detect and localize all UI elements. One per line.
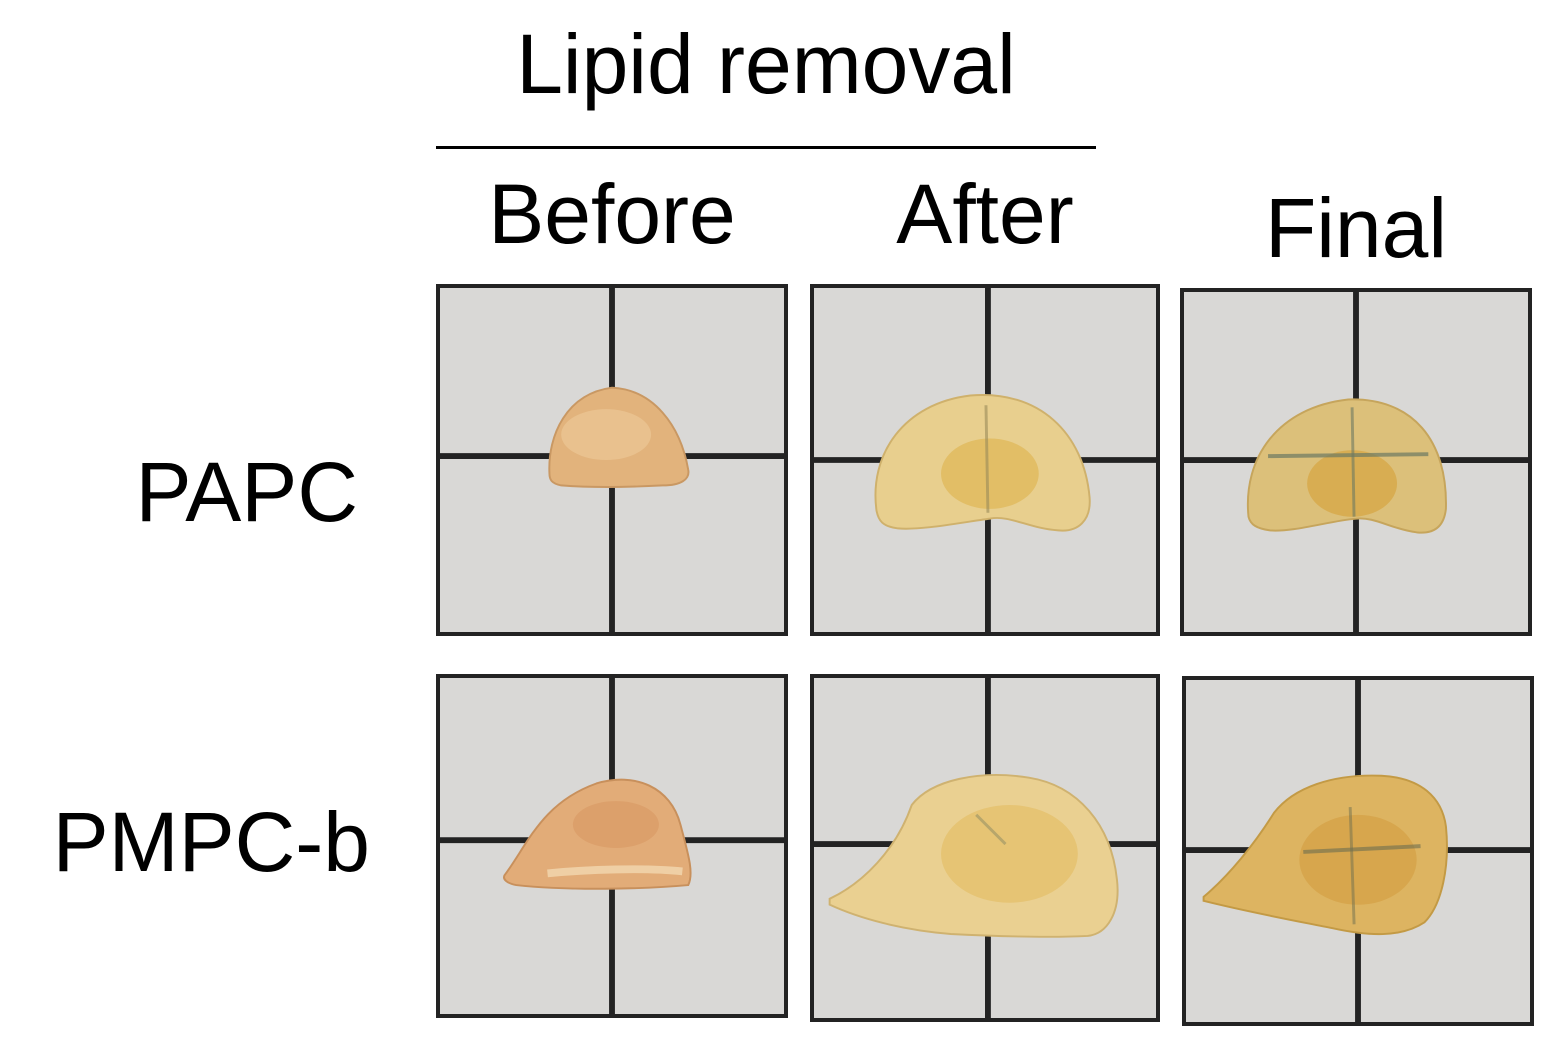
header-rule (436, 146, 1096, 149)
photo-papc-after (810, 284, 1160, 636)
photo-pmpc-b-before (436, 674, 788, 1018)
row-label-papc: PAPC (135, 445, 358, 539)
photo-papc-before (436, 284, 788, 636)
column-label-final: Final (1264, 181, 1448, 275)
photo-pmpc-b-after (810, 674, 1160, 1022)
lipid-removal-header: Lipid removal (516, 17, 1016, 111)
photo-papc-final (1180, 288, 1532, 636)
column-label-before: Before (488, 167, 736, 261)
row-label-pmpc-b: PMPC-b (52, 795, 370, 889)
photo-pmpc-b-final (1182, 676, 1534, 1026)
column-label-after: After (896, 167, 1074, 261)
